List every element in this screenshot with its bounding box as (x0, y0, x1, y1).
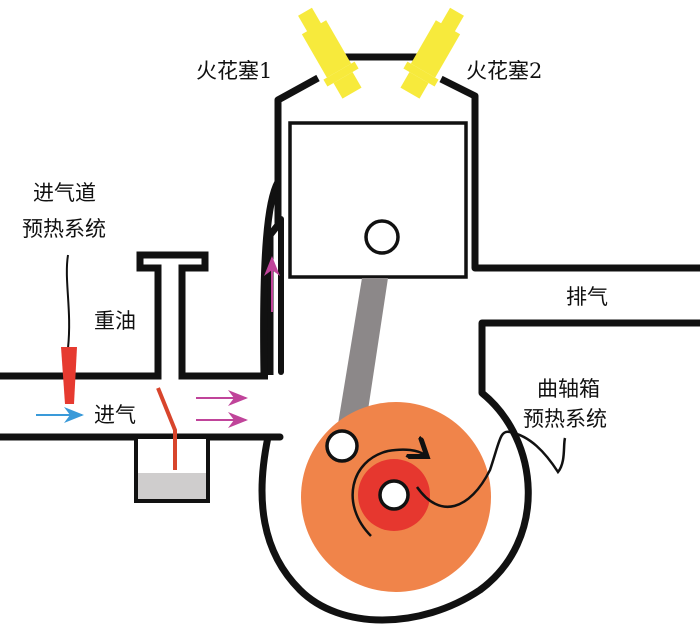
intake-heater-probe (61, 347, 77, 404)
label-intake-preheat-1: 进气道 (33, 181, 96, 205)
rotation-arrow-icon (351, 450, 425, 537)
crankcase-outline (258, 319, 700, 624)
spark-plug-1 (298, 7, 362, 99)
label-spark-plug-2: 火花塞2 (466, 59, 542, 83)
piston-pin (364, 219, 400, 255)
label-spark-plug-1: 火花塞1 (196, 59, 272, 83)
label-exhaust: 排气 (566, 285, 608, 309)
connecting-rod (337, 278, 388, 430)
label-crankcase-preheat-2: 预热系统 (523, 407, 607, 431)
spark-plug-2 (400, 7, 464, 99)
crankshaft (378, 479, 410, 511)
label-intake-preheat-2: 预热系统 (22, 217, 106, 241)
label-crankcase-preheat-1: 曲轴箱 (537, 377, 600, 401)
intake-upper-wall (0, 251, 268, 380)
crankcase-heater-wire (415, 430, 567, 508)
transfer-port-wall (260, 180, 282, 376)
label-heavy-oil: 重油 (94, 309, 136, 333)
label-intake: 进气 (94, 403, 136, 427)
intake-heater-wire (65, 254, 71, 349)
crank-pin (325, 429, 359, 463)
fuel-needle (156, 387, 177, 470)
heavy-oil-fuel (138, 473, 206, 499)
